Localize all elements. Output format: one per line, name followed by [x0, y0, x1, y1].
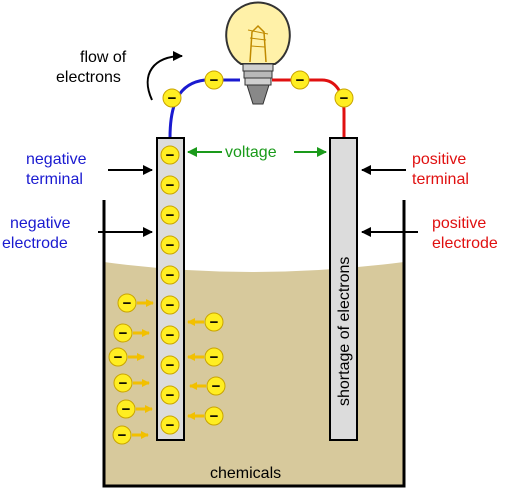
electron-icon: −: [160, 385, 180, 405]
svg-text:−: −: [166, 147, 175, 164]
electron-icon: −: [113, 373, 133, 393]
negative-electrode-label-line2: electrode: [2, 235, 68, 252]
positive-electrode-label-line1: positive: [432, 215, 486, 232]
electron-icon: −: [162, 88, 182, 108]
electron-icon: −: [113, 323, 133, 343]
svg-text:−: −: [119, 375, 128, 392]
wire-positive: [272, 78, 346, 138]
wire-negative: [168, 78, 240, 139]
flow-label-line2: electrons: [56, 69, 121, 86]
electron-icon: −: [160, 295, 180, 315]
chemicals-label: chemicals: [210, 465, 281, 482]
svg-text:−: −: [210, 72, 219, 89]
electron-icon: −: [204, 347, 224, 367]
svg-text:−: −: [118, 427, 127, 444]
negative-terminal-label-line1: negative: [26, 151, 87, 168]
electron-icon: −: [117, 293, 137, 313]
electron-icon: −: [108, 347, 128, 367]
positive-electrode: [329, 137, 358, 441]
electron-icon: −: [116, 399, 136, 419]
negative-electrode-label-line1: negative: [10, 215, 71, 232]
svg-text:−: −: [166, 177, 175, 194]
svg-text:−: −: [166, 207, 175, 224]
electron-icon: −: [160, 205, 180, 225]
svg-text:−: −: [119, 325, 128, 342]
svg-text:−: −: [210, 408, 219, 425]
svg-text:−: −: [296, 72, 305, 89]
electron-icon: −: [160, 175, 180, 195]
electron-icon: −: [204, 70, 224, 90]
svg-text:−: −: [340, 90, 349, 107]
container: [102, 200, 406, 488]
svg-text:−: −: [166, 237, 175, 254]
svg-text:−: −: [210, 349, 219, 366]
svg-text:−: −: [122, 401, 131, 418]
flow-label-line1: flow of: [80, 49, 127, 66]
shortage-label: shortage of electrons: [336, 257, 353, 406]
electron-icon: −: [160, 145, 180, 165]
svg-text:−: −: [166, 267, 175, 284]
electron-icon: −: [160, 415, 180, 435]
svg-text:−: −: [166, 417, 175, 434]
electron-icon: −: [112, 425, 132, 445]
svg-text:−: −: [168, 90, 177, 107]
electron-icon: −: [160, 265, 180, 285]
electron-arrows: [128, 299, 206, 439]
svg-text:−: −: [123, 295, 132, 312]
electron-icon: −: [206, 376, 226, 396]
positive-terminal-label-line1: positive: [412, 151, 466, 168]
electron-icon: −: [334, 88, 354, 108]
svg-text:−: −: [166, 387, 175, 404]
chemical-liquid: [104, 262, 404, 486]
electron-icon: −: [160, 325, 180, 345]
positive-terminal-label-line2: terminal: [412, 171, 469, 188]
electron-icon: −: [290, 70, 310, 90]
svg-text:−: −: [212, 378, 221, 395]
light-bulb-icon: [225, 1, 291, 105]
flow-arrow-icon: [146, 51, 183, 101]
electron-icon: −: [204, 406, 224, 426]
electrons: − − − − − − − − − − − − − − − − − − − − − − − −: [108, 70, 354, 445]
negative-terminal-label-line2: terminal: [26, 171, 83, 188]
electron-icon: −: [204, 312, 224, 332]
svg-text:−: −: [166, 357, 175, 374]
electron-icon: −: [160, 355, 180, 375]
voltage-label: voltage: [225, 144, 277, 161]
svg-text:−: −: [166, 327, 175, 344]
svg-text:−: −: [210, 314, 219, 331]
svg-text:−: −: [166, 297, 175, 314]
positive-electrode-label-line2: electrode: [432, 235, 498, 252]
svg-text:−: −: [114, 349, 123, 366]
electron-icon: −: [160, 235, 180, 255]
